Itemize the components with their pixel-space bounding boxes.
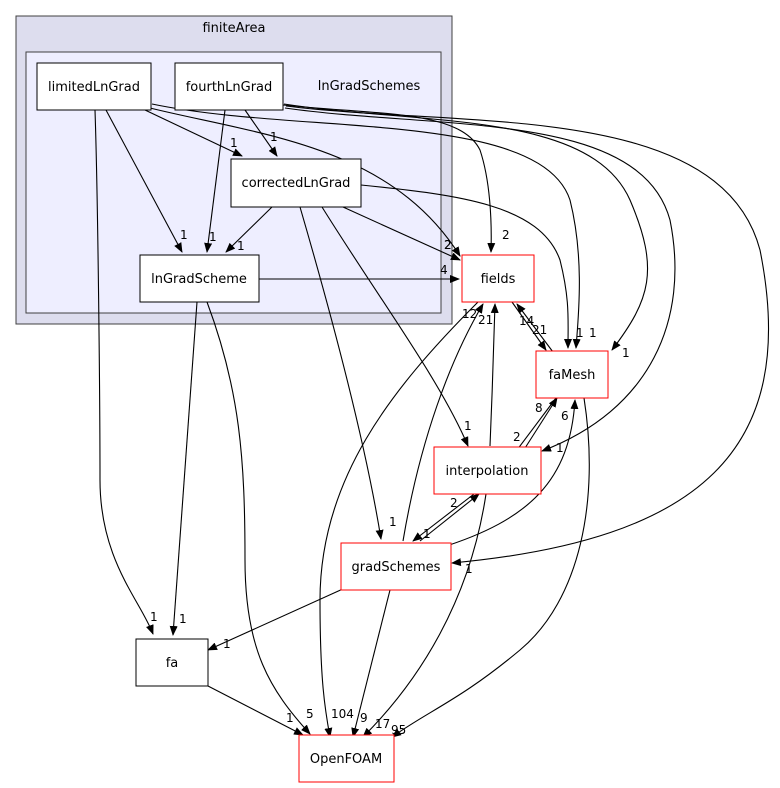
edge-limited-famesh: 1 bbox=[151, 103, 584, 349]
edge-label-famesh-interpolation: 2 bbox=[513, 430, 521, 444]
edge-famesh-fields: 14 bbox=[516, 303, 554, 353]
edge-label-limited-lngradscheme: 1 bbox=[180, 228, 188, 242]
edge-label-fields-famesh: 21 bbox=[532, 323, 547, 337]
edge-interpolation-fields: 21 bbox=[478, 303, 499, 447]
edge-limited-fields: 2 bbox=[149, 107, 461, 257]
edge-label-interpolation-openfoam: 17 bbox=[375, 717, 390, 731]
edge-label-gradschemes-openfoam: 9 bbox=[360, 711, 368, 725]
edge-label-lngradscheme-fields: 4 bbox=[440, 263, 448, 277]
node-correctedLnGrad-label: correctedLnGrad bbox=[242, 176, 351, 191]
node-fa[interactable]: fa bbox=[135, 638, 209, 687]
edge-label-interpolation-gradschemes: 1 bbox=[423, 527, 431, 541]
edge-fields-openfoam: 104 bbox=[319, 301, 479, 738]
edge-label-gradschemes-interpolation: 2 bbox=[450, 496, 458, 510]
edge-corrected-lngradscheme: 1 bbox=[225, 206, 273, 253]
edges: 1 1 1 2 1 1 1 2 bbox=[94, 103, 769, 738]
node-OpenFOAM[interactable]: OpenFOAM bbox=[298, 734, 395, 783]
edge-lngradscheme-fields: 4 bbox=[259, 263, 460, 283]
node-fourthLnGrad[interactable]: fourthLnGrad bbox=[174, 62, 284, 111]
node-OpenFOAM-label: OpenFOAM bbox=[310, 752, 382, 767]
edge-label-lngradscheme-fa: 1 bbox=[179, 612, 187, 626]
node-gradSchemes-box bbox=[340, 542, 452, 591]
edge-limited-fa: 1 bbox=[94, 109, 158, 635]
edge-limited-lngradscheme: 1 bbox=[105, 109, 188, 253]
edge-gradschemes-fa: 1 bbox=[207, 587, 346, 651]
edge-fourth-gradschemes: 1 bbox=[285, 105, 769, 576]
edge-limited-corrected: 1 bbox=[144, 109, 243, 157]
edge-label-famesh-openfoam: 95 bbox=[391, 723, 406, 737]
edge-lngradscheme-fa: 1 bbox=[169, 301, 198, 636]
node-interpolation-label: interpolation bbox=[446, 464, 529, 479]
edge-fa-openfoam: 1 bbox=[207, 685, 304, 736]
node-faMesh[interactable]: faMesh bbox=[535, 350, 609, 399]
edge-famesh-openfoam: 95 bbox=[391, 397, 590, 738]
node-limitedLnGrad-label: limitedLnGrad bbox=[48, 80, 140, 95]
edge-label-fourth-lngradscheme: 1 bbox=[209, 230, 217, 244]
edge-fourth-famesh: 1 bbox=[283, 103, 649, 360]
edge-label-fourth-gradschemes: 1 bbox=[465, 562, 473, 576]
edge-corrected-gradschemes: 1 bbox=[299, 206, 397, 540]
edge-interpolation-openfoam: 17 bbox=[362, 493, 487, 738]
edge-label-gradschemes-famesh: 6 bbox=[561, 409, 569, 423]
node-lnGradScheme-label: lnGradScheme bbox=[151, 272, 247, 287]
edge-fourth-fields: 2 bbox=[282, 104, 510, 253]
edge-gradschemes-fields: 12 bbox=[402, 303, 484, 542]
node-limitedLnGrad-box bbox=[36, 62, 152, 111]
node-faMesh-label: faMesh bbox=[549, 368, 596, 383]
edge-corrected-fields: 2 bbox=[342, 206, 461, 261]
edge-gradschemes-interpolation: 2 bbox=[419, 493, 480, 542]
node-OpenFOAM-box bbox=[298, 734, 395, 783]
node-gradSchemes[interactable]: gradSchemes bbox=[340, 542, 452, 591]
edge-label-gradschemes-fa: 1 bbox=[223, 637, 231, 651]
edge-fourth-corrected: 1 bbox=[244, 109, 278, 157]
node-faMesh-box bbox=[535, 350, 609, 399]
node-interpolation[interactable]: interpolation bbox=[433, 446, 542, 495]
edge-corrected-interpolation: 1 bbox=[321, 206, 472, 447]
edge-label-fourth-corrected: 1 bbox=[270, 130, 278, 144]
node-fa-box bbox=[135, 638, 209, 687]
edge-lngradscheme-openfoam: 5 bbox=[206, 301, 314, 735]
edge-corrected-famesh: 1 bbox=[360, 184, 597, 349]
node-fields-box bbox=[461, 254, 535, 303]
node-fa-label: fa bbox=[166, 656, 179, 671]
node-lnGradScheme-box bbox=[139, 254, 260, 303]
node-fourthLnGrad-label: fourthLnGrad bbox=[186, 80, 273, 95]
edge-label-corrected-lngradscheme: 1 bbox=[237, 239, 245, 253]
node-correctedLnGrad-box bbox=[230, 158, 362, 208]
cluster-lnGradSchemes-label: lnGradSchemes bbox=[318, 79, 421, 94]
edge-label-limited-famesh: 1 bbox=[576, 326, 584, 340]
edge-gradschemes-openfoam: 9 bbox=[351, 589, 391, 738]
edge-label-limited-fields: 2 bbox=[444, 238, 452, 252]
edge-label-fields-openfoam: 104 bbox=[331, 707, 354, 721]
edge-label-limited-corrected: 1 bbox=[230, 136, 238, 150]
edge-label-lngradscheme-openfoam: 5 bbox=[306, 707, 314, 721]
edge-label-corrected-gradschemes: 1 bbox=[389, 515, 397, 529]
node-fourthLnGrad-box bbox=[174, 62, 284, 111]
edge-fourth-lngradscheme: 1 bbox=[204, 109, 226, 253]
cluster-finiteArea-label: finiteArea bbox=[202, 21, 265, 36]
edge-label-fourth-famesh: 1 bbox=[622, 346, 630, 360]
edge-label-interpolation-famesh: 8 bbox=[535, 401, 543, 415]
edge-label-corrected-famesh: 1 bbox=[589, 326, 597, 340]
edge-label-gradschemes-fields: 12 bbox=[462, 307, 477, 321]
edge-label-corrected-interpolation: 1 bbox=[464, 419, 472, 433]
node-lnGradScheme[interactable]: lnGradScheme bbox=[139, 254, 260, 303]
edge-label-interpolation-fields: 21 bbox=[478, 313, 493, 327]
edge-fourth-interpolation: 1 bbox=[284, 107, 676, 455]
node-interpolation-box bbox=[433, 446, 542, 495]
edge-label-fourth-fields: 2 bbox=[502, 228, 510, 242]
node-fields[interactable]: fields bbox=[461, 254, 535, 303]
edge-label-corrected-fields: 2 bbox=[444, 238, 452, 252]
edge-label-famesh-fields: 14 bbox=[519, 314, 534, 328]
edge-label-fa-openfoam: 1 bbox=[286, 711, 294, 725]
node-fields-label: fields bbox=[481, 272, 516, 287]
edge-interpolation-gradschemes: 1 bbox=[412, 493, 475, 542]
edge-label-limited-fa: 1 bbox=[150, 610, 158, 624]
node-limitedLnGrad[interactable]: limitedLnGrad bbox=[36, 62, 152, 111]
node-gradSchemes-label: gradSchemes bbox=[352, 560, 441, 575]
edge-label-fourth-interpolation: 1 bbox=[556, 441, 564, 455]
node-correctedLnGrad[interactable]: correctedLnGrad bbox=[230, 158, 362, 208]
